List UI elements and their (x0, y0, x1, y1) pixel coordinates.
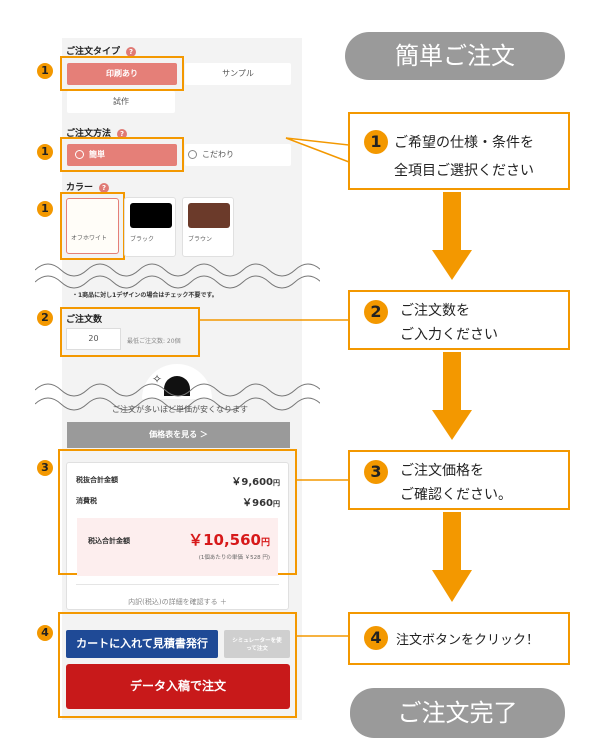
radio-icon (75, 150, 84, 159)
step-box-1: 1 ご希望の仕様・条件を 全項目ご選択ください (348, 112, 570, 190)
bulk-discount-note: ご注文が多いほど単価が安くなります (112, 405, 248, 414)
step-number: 2 (364, 300, 388, 324)
quantity-label: ご注文数 (66, 315, 103, 325)
color-brown[interactable]: ブラウン (182, 197, 234, 257)
unit-price-note: (1個あたりの単価 ￥528 円) (198, 555, 270, 561)
step-badge-1: 1 (37, 201, 53, 217)
step-text: ご注文価格を (400, 463, 484, 479)
note-text: ・1商品に対し1デザインの場合はチェック不要です。 (72, 292, 218, 299)
total-label: 税込合計金額 (88, 537, 130, 545)
min-quantity-note: 最低ご注文数: 20個 (127, 338, 181, 345)
subtotal-label: 税抜合計金額 (76, 476, 118, 484)
add-to-cart-button[interactable]: カートに入れて見積書発行 (66, 630, 218, 658)
order-type-label: ご注文タイプ? (66, 44, 137, 57)
divider (76, 584, 279, 585)
quantity-input[interactable]: 20 (66, 328, 121, 350)
order-method-custom[interactable]: こだわり (185, 144, 291, 166)
wavy-cut-lines (35, 263, 320, 289)
step-number: 1 (364, 130, 388, 154)
highlight-box (60, 307, 200, 357)
step-badge-1: 1 (37, 144, 53, 160)
total-value: ￥10,560円 (188, 531, 270, 549)
tax-value: ￥960円 (242, 498, 280, 509)
step-number: 3 (364, 460, 388, 484)
step-text: ご入力ください (400, 327, 498, 343)
help-icon[interactable]: ? (99, 182, 110, 193)
help-icon[interactable]: ? (117, 128, 128, 139)
color-label: カラー? (66, 180, 110, 193)
order-type-sample[interactable]: サンプル (185, 63, 291, 85)
simulator-button[interactable]: シミュレーターを使って注文 (224, 630, 290, 658)
highlight-box (60, 56, 184, 91)
price-details-link[interactable]: 内訳(税込)の詳細を確認する ＋ (128, 598, 227, 606)
step-badge-4: 4 (37, 625, 53, 641)
help-icon[interactable]: ? (126, 46, 137, 57)
price-table-button[interactable]: 価格表を見る ＞ (67, 422, 290, 448)
order-method-simple[interactable]: 簡単 (67, 144, 177, 166)
total-box (77, 518, 278, 576)
step-text: ご注文数を (400, 303, 470, 319)
step-number: 4 (364, 626, 388, 650)
step-box-3: 3 ご注文価格を ご確認ください。 (348, 450, 570, 510)
step-badge-3: 3 (37, 460, 53, 476)
order-method-label: ご注文方法? (66, 126, 128, 139)
swatch (188, 203, 230, 228)
step-text: 全項目ご選択ください (394, 163, 534, 179)
step-badge-1: 1 (37, 63, 53, 79)
step-box-2: 2 ご注文数を ご入力ください (348, 290, 570, 350)
radio-icon (188, 150, 197, 159)
color-black[interactable]: ブラック (124, 197, 176, 257)
tax-label: 消費税 (76, 497, 97, 505)
step-text: ご希望の仕様・条件を (394, 135, 534, 151)
order-type-trial[interactable]: 試作 (67, 91, 175, 113)
highlight-box (58, 612, 297, 718)
step-text: ご確認ください。 (400, 487, 512, 503)
color-offwhite[interactable]: オフホワイト (66, 198, 119, 254)
subtotal-value: ￥9,600円 (231, 477, 280, 488)
highlight-box (60, 137, 184, 172)
swatch (130, 203, 172, 228)
data-upload-order-button[interactable]: データ入稿で注文 (66, 664, 290, 709)
step-badge-2: 2 (37, 310, 53, 326)
order-type-print[interactable]: 印刷あり (67, 63, 177, 85)
flow-end-label: ご注文完了 (350, 688, 565, 738)
step-text: 注文ボタンをクリック！ (396, 633, 540, 648)
step-box-4: 4 注文ボタンをクリック！ (348, 612, 570, 665)
wavy-cut-lines (35, 383, 320, 411)
flow-start-label: 簡単ご注文 (345, 32, 565, 80)
